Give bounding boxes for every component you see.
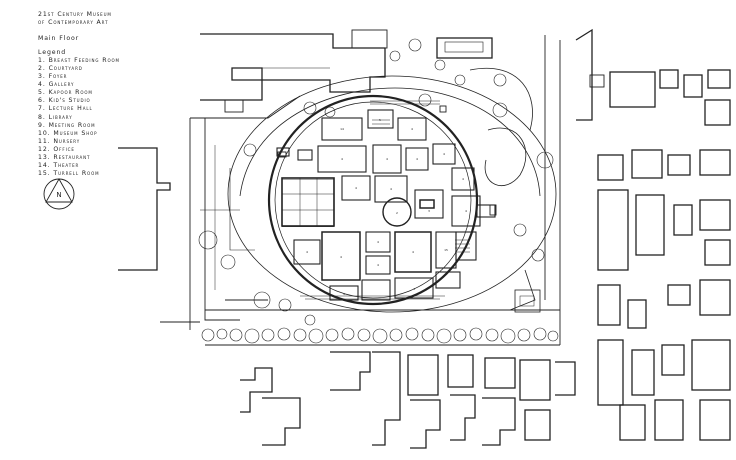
room-number: 4: [462, 177, 464, 181]
legend-item: 1. Breast Feeding Room: [38, 56, 120, 64]
legend-item: 8. Library: [38, 113, 73, 121]
surrounding-buildings-east: [575, 28, 731, 441]
garden-paths: [214, 68, 557, 313]
room-number: 4: [465, 209, 467, 213]
museum-rooms: [276, 109, 496, 301]
room-number: 4: [390, 187, 392, 191]
legend-item: 6. Kid's Studio: [38, 97, 91, 105]
north-label: N: [56, 191, 61, 199]
legend-item: 2. Courtyard: [38, 64, 83, 72]
legend-item: 15. Turrell Room: [38, 170, 100, 178]
legend-item: 12. Office: [38, 145, 75, 153]
legend-item: 4. Gallery: [38, 81, 75, 89]
room-number: 4: [416, 157, 418, 161]
north-arrow-icon: N: [43, 178, 75, 210]
tree-row: [201, 327, 559, 344]
room-number: 14: [340, 127, 344, 131]
floor-label: Main Floor: [38, 34, 80, 42]
room-number: 4: [340, 255, 342, 259]
legend-item: 7. Lecture Hall: [38, 105, 93, 113]
room-number: 2: [396, 211, 398, 215]
room-details: [282, 100, 470, 300]
room-number: 4: [377, 240, 379, 244]
surrounding-buildings-south: [240, 351, 576, 449]
room-number: 4: [377, 263, 379, 267]
room-number: 4: [306, 250, 308, 254]
legend-panel: 21st Century Museum of Contemporary Art …: [38, 11, 178, 178]
museum-building: [267, 94, 479, 306]
street-lines: [160, 35, 561, 346]
room-number: 4: [341, 157, 343, 161]
room-number: 4: [355, 186, 357, 190]
room-number: 4: [343, 292, 345, 296]
room-number: 15: [444, 248, 448, 252]
map-title-line2: of Contemporary Art: [38, 19, 109, 27]
map-title-line1: 21st Century Museum: [38, 11, 112, 18]
entrances: [277, 105, 497, 216]
room-number: 3: [428, 209, 430, 213]
legend-item: 3. Foyer: [38, 73, 68, 81]
room-number: 4: [443, 152, 445, 156]
legend-item: 11. Nursery: [38, 137, 81, 145]
room-number: 4: [412, 250, 414, 254]
legend-item: 9. Meeting Room: [38, 121, 96, 129]
legend-item: 13. Restaurant: [38, 154, 91, 161]
legend-title: Legend: [38, 48, 67, 56]
legend-item: 10. Museum Shop: [38, 129, 98, 137]
surrounding-buildings-west: [118, 29, 493, 271]
legend-item: 5. Kapoor Room: [38, 89, 93, 97]
room-number: 4: [411, 127, 413, 131]
trees: [198, 38, 554, 326]
room-number: 5: [379, 118, 381, 122]
room-labels: 14 5 4 4 4 4 4 4 4 3 4 4 4 4 4 15 4 4 4 …: [306, 118, 467, 296]
legend-item: 14. Theater: [38, 162, 80, 170]
room-number: 4: [413, 287, 415, 291]
room-number: 4: [386, 157, 388, 161]
